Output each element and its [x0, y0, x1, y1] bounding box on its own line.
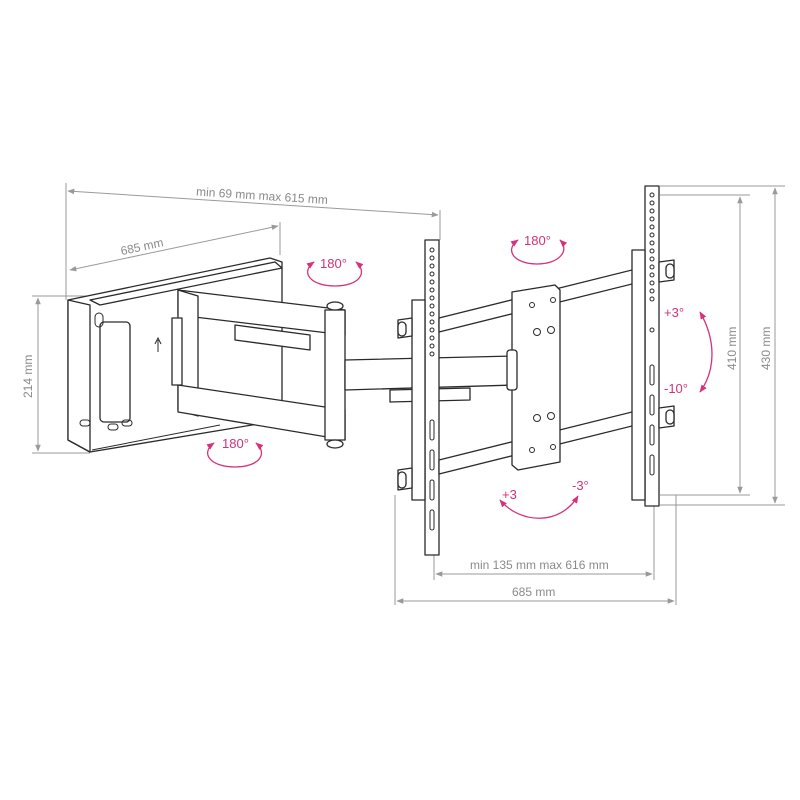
angle-labels: 180° 180° 180° +3° -10° +3 -3° — [222, 233, 688, 502]
arm-pivot-top-label: 180° — [320, 256, 347, 271]
primary-arm — [171, 289, 346, 449]
total-width-label: 685 mm — [512, 585, 555, 599]
rotate-arrow-icon — [306, 261, 364, 287]
rotate-arrow-icon — [206, 442, 264, 468]
rotation-indicators — [206, 239, 713, 519]
rail-holes-right — [649, 192, 655, 476]
tilt-arrow-icon — [699, 311, 713, 393]
wall-plate-height-label: 214 mm — [21, 355, 35, 398]
level-minus-label: -3° — [572, 478, 589, 493]
arm-pivot-bottom-label: 180° — [222, 436, 249, 451]
rotate-arrow-icon — [510, 239, 568, 265]
rail-spacing-label: 410 mm — [725, 327, 739, 370]
right-rail — [631, 185, 675, 507]
rail-holes — [429, 247, 435, 531]
left-rail — [397, 239, 440, 556]
vesa-horizontal-label: min 135 mm max 616 mm — [470, 558, 609, 572]
tilt-up-label: +3° — [664, 305, 684, 320]
center-plate — [506, 284, 561, 471]
level-arrow-icon — [499, 495, 579, 519]
head-swivel-label: 180° — [524, 233, 551, 248]
dimension-lines — [32, 183, 785, 605]
up-arrow-icon — [154, 336, 162, 352]
level-plus-label: +3 — [502, 487, 517, 502]
rail-height-label: 430 mm — [759, 327, 773, 370]
tilt-down-label: -10° — [664, 381, 688, 396]
